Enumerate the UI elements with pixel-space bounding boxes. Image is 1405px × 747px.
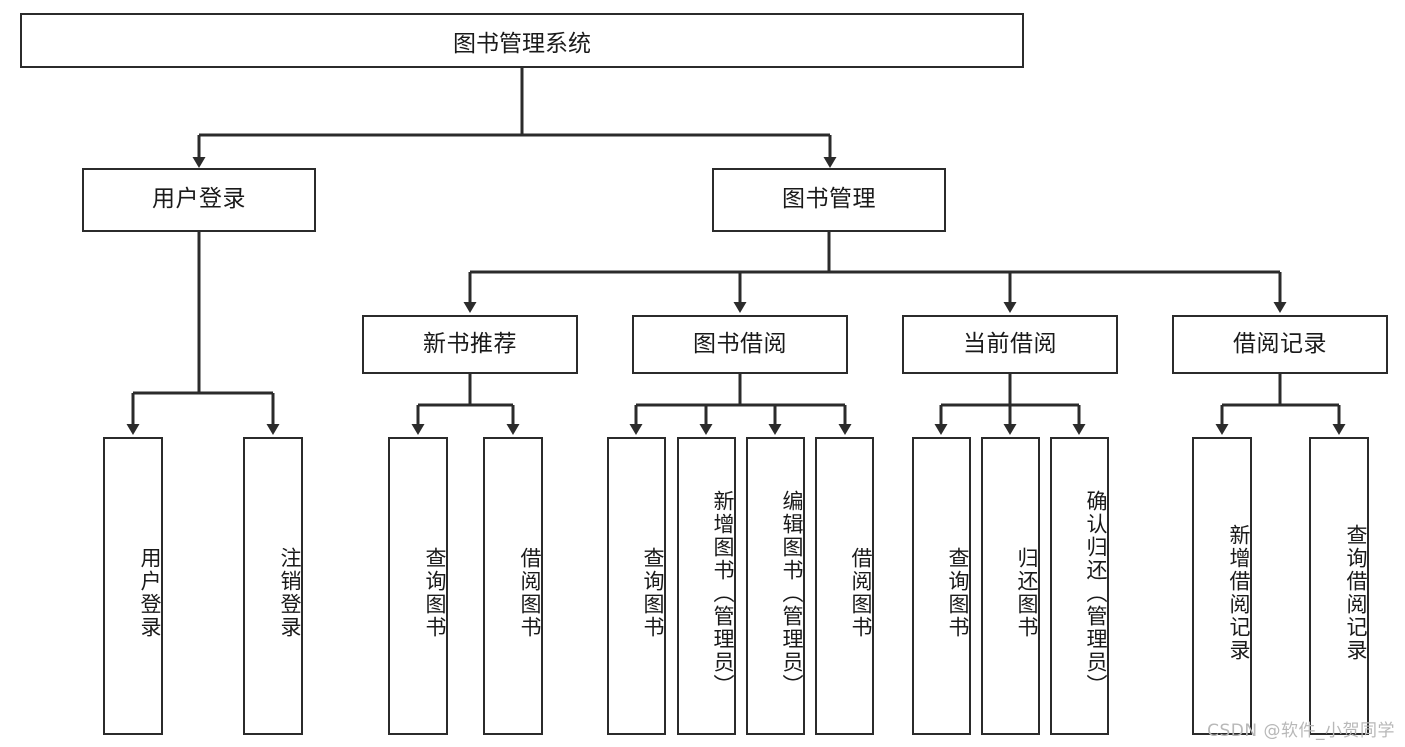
leaf-borrow-edit-book-admin[interactable]: 编辑图书（管理员） (746, 437, 805, 735)
leaf-user-login-login[interactable]: 用户登录 (103, 437, 163, 735)
node-user-login[interactable]: 用户登录 (82, 168, 316, 232)
node-label: 查询借阅记录 (1344, 524, 1368, 662)
node-borrow-record[interactable]: 借阅记录 (1172, 315, 1388, 374)
leaf-borrow-borrow-book[interactable]: 借阅图书 (815, 437, 874, 735)
node-label: 用户登录 (152, 186, 246, 213)
node-label: 查询图书 (946, 547, 970, 639)
watermark-text: CSDN @软件_小贺同学 (1207, 721, 1395, 741)
leaf-new-book-query[interactable]: 查询图书 (388, 437, 448, 735)
node-label: 新书推荐 (423, 330, 517, 357)
node-label: 借阅图书 (849, 547, 873, 639)
node-book-management[interactable]: 图书管理 (712, 168, 946, 232)
leaf-current-return-book[interactable]: 归还图书 (981, 437, 1040, 735)
leaf-borrow-add-book-admin[interactable]: 新增图书（管理员） (677, 437, 736, 735)
leaf-current-query-book[interactable]: 查询图书 (912, 437, 971, 735)
node-book-borrow[interactable]: 图书借阅 (632, 315, 848, 374)
node-label: 图书管理系统 (453, 30, 591, 57)
leaf-current-confirm-return-admin[interactable]: 确认归还（管理员） (1050, 437, 1109, 735)
leaf-user-login-logout[interactable]: 注销登录 (243, 437, 303, 735)
node-label: 图书借阅 (693, 330, 787, 357)
node-label: 查询图书 (641, 547, 665, 639)
node-label: 借阅图书 (518, 547, 542, 639)
node-new-book-recommend[interactable]: 新书推荐 (362, 315, 578, 374)
node-label: 注销登录 (278, 547, 302, 639)
leaf-borrow-query-book[interactable]: 查询图书 (607, 437, 666, 735)
node-current-borrow[interactable]: 当前借阅 (902, 315, 1118, 374)
node-label: 新增借阅记录 (1227, 524, 1251, 662)
node-label: 当前借阅 (963, 330, 1057, 357)
leaf-record-query-record[interactable]: 查询借阅记录 (1309, 437, 1369, 735)
node-label: 归还图书 (1015, 547, 1039, 639)
leaf-new-book-borrow[interactable]: 借阅图书 (483, 437, 543, 735)
node-label: 借阅记录 (1233, 330, 1327, 357)
node-label: 查询图书 (423, 547, 447, 639)
leaf-record-add-record[interactable]: 新增借阅记录 (1192, 437, 1252, 735)
node-label: 图书管理 (782, 186, 876, 213)
node-label: 编辑图书（管理员） (780, 489, 804, 697)
node-label: 新增图书（管理员） (711, 489, 735, 697)
node-label: 确认归还（管理员） (1084, 489, 1108, 697)
node-label: 用户登录 (138, 547, 162, 639)
node-root-system[interactable]: 图书管理系统 (20, 13, 1024, 68)
